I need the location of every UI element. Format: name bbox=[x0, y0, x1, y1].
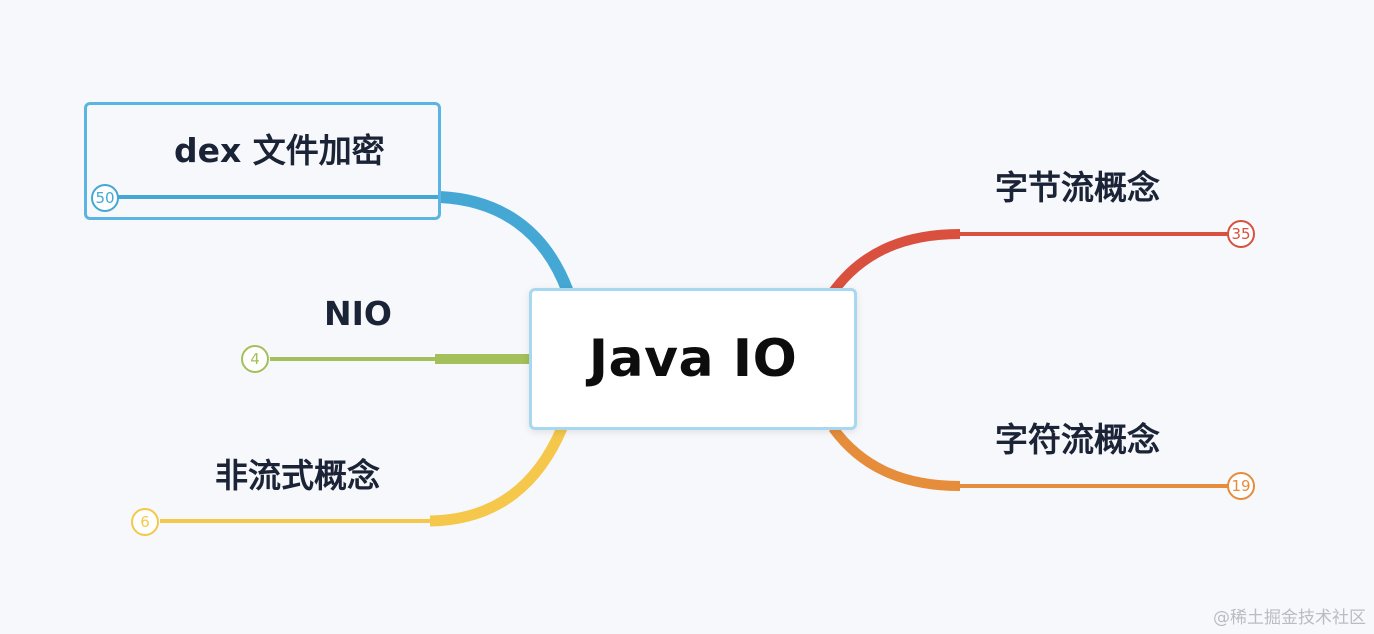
nonstream-count-badge[interactable]: 6 bbox=[131, 508, 159, 536]
root-label: Java IO bbox=[588, 329, 798, 389]
node-dex[interactable]: dex 文件加密 bbox=[174, 131, 385, 170]
link-dex-thick bbox=[439, 191, 574, 295]
link-byte-thick bbox=[828, 229, 961, 295]
watermark: @稀土掘金技术社区 bbox=[1213, 608, 1366, 628]
node-nonstream[interactable]: 非流式概念 bbox=[215, 456, 380, 495]
link-char-thick bbox=[828, 425, 961, 491]
dex-selection-box[interactable] bbox=[84, 102, 441, 220]
nio-count-badge[interactable]: 4 bbox=[241, 345, 269, 373]
node-char-stream[interactable]: 字符流概念 bbox=[995, 420, 1160, 459]
char-stream-count-badge[interactable]: 19 bbox=[1227, 472, 1255, 500]
node-nio[interactable]: NIO bbox=[324, 294, 392, 333]
dex-count-badge[interactable]: 50 bbox=[91, 184, 119, 212]
node-byte-stream[interactable]: 字节流概念 bbox=[995, 168, 1160, 207]
root-node[interactable]: Java IO bbox=[529, 288, 857, 430]
byte-stream-count-badge[interactable]: 35 bbox=[1227, 220, 1255, 248]
link-nonstream-thick bbox=[429, 425, 568, 527]
